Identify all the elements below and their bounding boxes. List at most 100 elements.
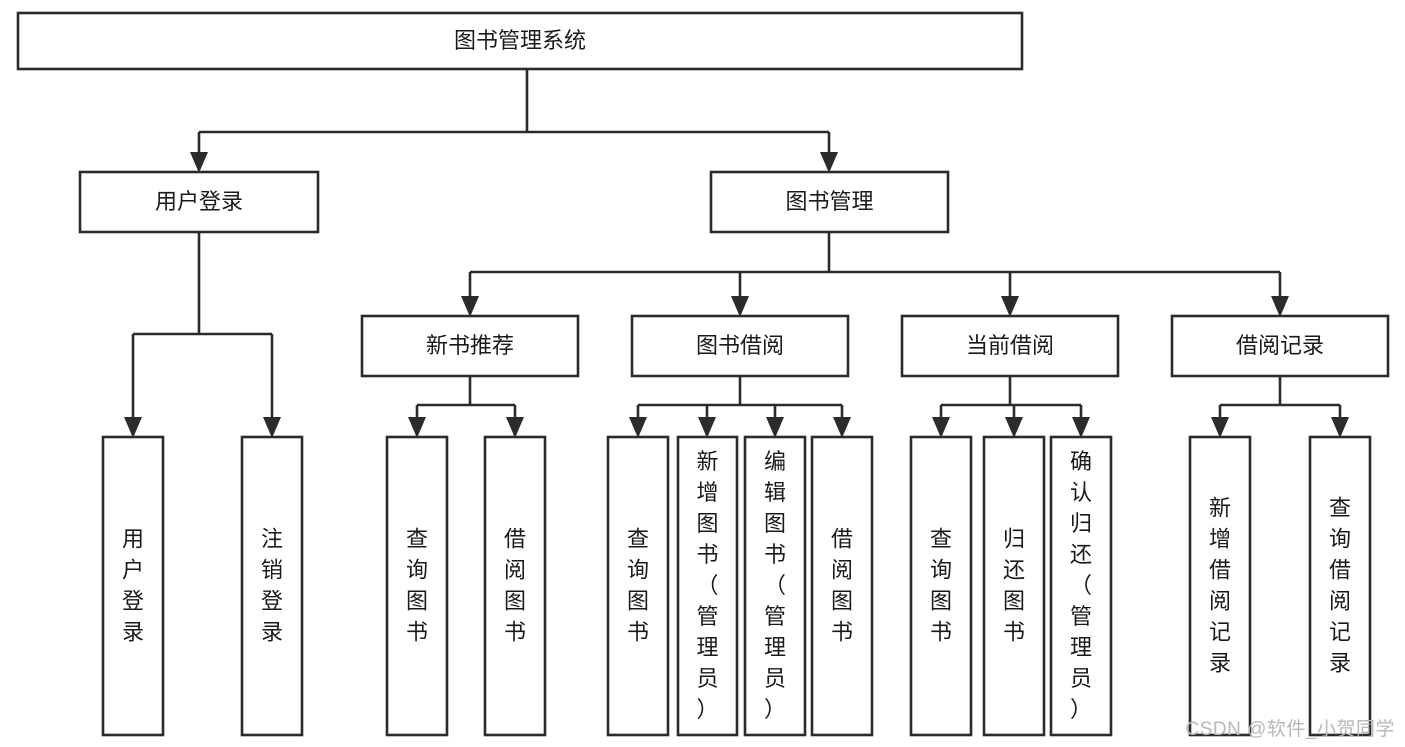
node-label-char: 书 — [1003, 620, 1025, 645]
node-label-char: 阅 — [1209, 589, 1231, 614]
node-new-book-recommend[interactable]: 新书推荐 — [360, 314, 580, 378]
node-box-book-manage[interactable] — [709, 170, 950, 234]
arrow-head-icon — [263, 417, 281, 438]
node-box-leaf-user-login[interactable] — [101, 435, 165, 737]
node-label-char: 书 — [504, 620, 526, 645]
node-label-char: 登 — [122, 589, 144, 614]
node-leaf-query-borrow-record[interactable]: 查询借阅记录 — [1308, 435, 1372, 737]
node-label-char: 理 — [1070, 635, 1092, 660]
node-label-leaf-query-borrow-record: 查询借阅记录 — [1329, 496, 1351, 676]
node-label-user-login: 用户登录 — [155, 189, 243, 214]
node-box-leaf-logout[interactable] — [240, 435, 304, 737]
node-leaf-borrow-book-1[interactable]: 借阅图书 — [483, 435, 547, 737]
node-label-char: （ — [696, 573, 718, 598]
node-label-char: 记 — [1329, 620, 1351, 645]
node-leaf-add-book-admin[interactable]: 新增图书（管理员） — [676, 435, 739, 737]
connector-bookmanage-to-level2 — [461, 232, 1289, 317]
node-box-leaf-return-book[interactable] — [982, 435, 1046, 737]
node-layer: 图书管理系统用户登录图书管理新书推荐图书借阅当前借阅借阅记录用户登录注销登录查询… — [16, 11, 1390, 737]
node-label-char: （ — [1070, 573, 1092, 598]
node-current-borrow[interactable]: 当前借阅 — [900, 314, 1120, 378]
node-user-login[interactable]: 用户登录 — [78, 170, 320, 234]
node-label-char: 还 — [1003, 558, 1025, 583]
node-leaf-query-book-2[interactable]: 查询图书 — [606, 435, 670, 737]
node-label-leaf-user-login: 用户登录 — [122, 527, 144, 645]
node-leaf-query-book-1[interactable]: 查询图书 — [385, 435, 449, 737]
node-box-leaf-borrow-book-1[interactable] — [483, 435, 547, 737]
node-label-char: 询 — [930, 558, 952, 583]
node-box-leaf-add-borrow-record[interactable] — [1188, 435, 1252, 737]
node-label-char: 查 — [930, 527, 952, 552]
node-label-char: 录 — [122, 620, 144, 645]
node-leaf-logout[interactable]: 注销登录 — [240, 435, 304, 737]
arrow-head-icon — [731, 296, 749, 317]
node-box-current-borrow[interactable] — [900, 314, 1120, 378]
connector-recommend-to-leaves — [408, 376, 524, 438]
node-box-leaf-query-book-3[interactable] — [909, 435, 973, 737]
node-label-leaf-return-book: 归还图书 — [1003, 527, 1025, 645]
node-book-borrow[interactable]: 图书借阅 — [630, 314, 850, 378]
node-label-leaf-edit-book-admin: 编辑图书（管理员） — [764, 449, 786, 722]
node-label-char: （ — [764, 573, 786, 598]
node-box-leaf-borrow-book-2[interactable] — [810, 435, 874, 737]
arrow-head-icon — [1211, 417, 1229, 438]
connector-current-to-leaves — [932, 376, 1090, 438]
node-borrow-record[interactable]: 借阅记录 — [1170, 314, 1390, 378]
node-label-char: 书 — [764, 542, 786, 567]
node-leaf-edit-book-admin[interactable]: 编辑图书（管理员） — [743, 435, 807, 737]
node-leaf-borrow-book-2[interactable]: 借阅图书 — [810, 435, 874, 737]
node-label-char: 查 — [627, 527, 649, 552]
arrow-head-icon — [1331, 417, 1349, 438]
node-leaf-confirm-return-admin[interactable]: 确认归还（管理员） — [1049, 435, 1113, 737]
node-label-char: 借 — [504, 527, 526, 552]
node-label-char: 管 — [696, 604, 718, 629]
node-box-user-login[interactable] — [78, 170, 320, 234]
node-label-char: ） — [1070, 697, 1092, 722]
node-label-char: ） — [764, 697, 786, 722]
node-label-current-borrow: 当前借阅 — [966, 333, 1054, 358]
node-root[interactable]: 图书管理系统 — [16, 11, 1024, 71]
node-label-new-book-recommend: 新书推荐 — [426, 333, 514, 358]
node-box-borrow-record[interactable] — [1170, 314, 1390, 378]
node-label-char: 员 — [696, 666, 718, 691]
node-label-char: 认 — [1070, 480, 1092, 505]
node-leaf-user-login[interactable]: 用户登录 — [101, 435, 165, 737]
node-label-char: 辑 — [764, 480, 786, 505]
node-label-char: 查 — [406, 527, 428, 552]
node-label-char: 用 — [122, 527, 144, 552]
node-box-new-book-recommend[interactable] — [360, 314, 580, 378]
node-box-leaf-query-borrow-record[interactable] — [1308, 435, 1372, 737]
node-label-char: 书 — [696, 542, 718, 567]
node-box-book-borrow[interactable] — [630, 314, 850, 378]
node-label-char: 增 — [696, 480, 718, 505]
arrow-head-icon — [698, 417, 716, 438]
node-label-char: 户 — [122, 558, 144, 583]
node-box-leaf-query-book-2[interactable] — [606, 435, 670, 737]
node-box-root[interactable] — [16, 11, 1024, 71]
node-label-leaf-borrow-book-2: 借阅图书 — [831, 527, 853, 645]
node-box-leaf-add-book-admin[interactable] — [676, 435, 739, 737]
node-label-borrow-record: 借阅记录 — [1236, 333, 1324, 358]
node-label-char: 理 — [764, 635, 786, 660]
node-label-leaf-borrow-book-1: 借阅图书 — [504, 527, 526, 645]
node-label-char: 员 — [1070, 666, 1092, 691]
node-label-leaf-confirm-return-admin: 确认归还（管理员） — [1070, 449, 1092, 722]
node-label-leaf-query-book-1: 查询图书 — [406, 527, 428, 645]
node-label-leaf-add-borrow-record: 新增借阅记录 — [1209, 496, 1231, 676]
node-leaf-return-book[interactable]: 归还图书 — [982, 435, 1046, 737]
node-label-char: 新 — [696, 449, 718, 474]
node-label-leaf-logout: 注销登录 — [261, 527, 283, 645]
node-box-leaf-query-book-1[interactable] — [385, 435, 449, 737]
node-label-char: 编 — [764, 449, 786, 474]
node-box-leaf-edit-book-admin[interactable] — [743, 435, 807, 737]
node-label-char: 借 — [1209, 558, 1231, 583]
node-leaf-add-borrow-record[interactable]: 新增借阅记录 — [1188, 435, 1252, 737]
node-label-char: 归 — [1003, 527, 1025, 552]
node-box-leaf-confirm-return-admin[interactable] — [1049, 435, 1113, 737]
node-label-char: 登 — [261, 589, 283, 614]
node-label-char: 图 — [1003, 589, 1025, 614]
node-leaf-query-book-3[interactable]: 查询图书 — [909, 435, 973, 737]
node-label-leaf-add-book-admin: 新增图书（管理员） — [696, 449, 718, 722]
node-label-char: 理 — [696, 635, 718, 660]
node-book-manage[interactable]: 图书管理 — [709, 170, 950, 234]
